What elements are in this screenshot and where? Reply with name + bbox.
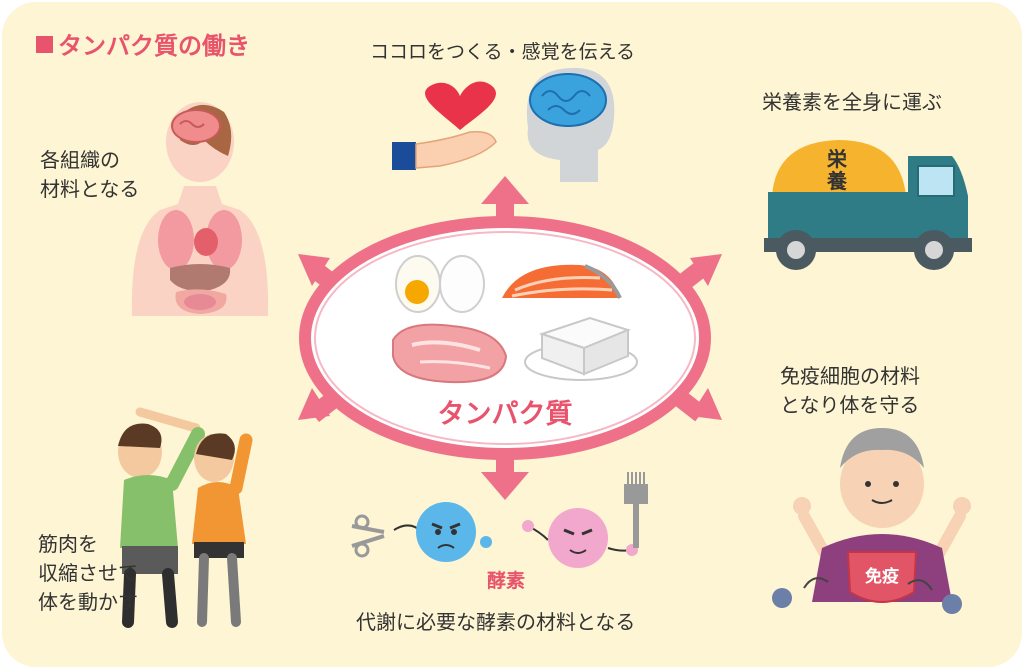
label-muscle: 筋肉を 収縮させて 体を動かす bbox=[38, 532, 138, 614]
enzyme-characters-icon bbox=[351, 472, 648, 568]
title-text: タンパク質の働き bbox=[58, 32, 250, 60]
brain-head-icon bbox=[526, 67, 615, 182]
tofu-icon bbox=[524, 316, 638, 381]
meat-icon bbox=[392, 323, 508, 384]
label-kokoro: ココロをつくる・感覚を伝える bbox=[370, 41, 636, 63]
egg-icon bbox=[395, 255, 485, 313]
center-ellipse-inner bbox=[314, 231, 696, 445]
shield-label: 免疫 bbox=[865, 567, 899, 587]
truck-icon bbox=[764, 140, 972, 270]
immune-person-icon bbox=[772, 428, 971, 614]
title-square-icon bbox=[36, 36, 53, 53]
page-title: タンパク質の働き bbox=[36, 26, 250, 61]
label-tissue: 各組織の 材料となる bbox=[40, 148, 140, 201]
heart-hand-icon bbox=[392, 81, 497, 170]
anatomy-body-icon bbox=[131, 102, 269, 316]
label-nutrient: 栄養素を全身に運ぶ bbox=[762, 90, 942, 114]
enzyme-tag: 酵素 bbox=[486, 570, 525, 592]
exercising-couple-icon bbox=[118, 407, 253, 628]
label-enzyme: 代謝に必要な酵素の材料となる bbox=[356, 610, 636, 634]
salmon-icon bbox=[502, 264, 622, 299]
center-label: タンパク質 bbox=[437, 399, 573, 430]
label-immune: 免疫細胞の材料 となり体を守る bbox=[780, 364, 920, 417]
truck-label: 栄 養 bbox=[827, 147, 847, 193]
